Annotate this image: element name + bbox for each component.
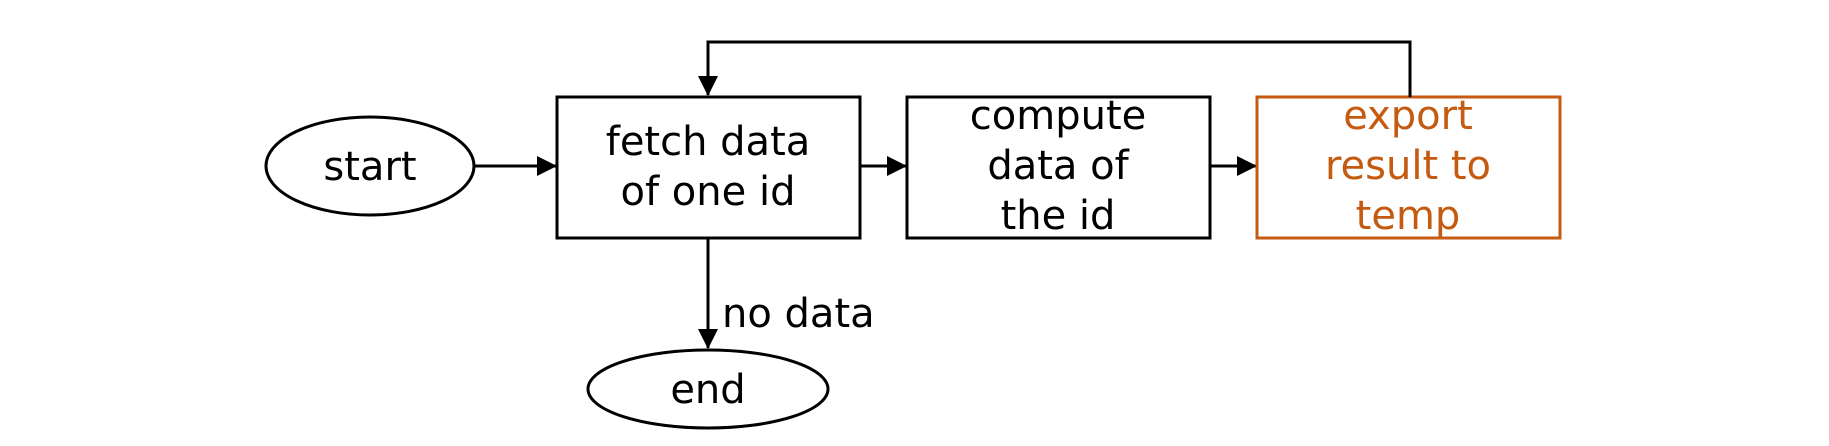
export-node: export result to temp: [1255, 93, 1562, 240]
start-node: start: [264, 115, 476, 217]
loop-arrow-export-to-fetch: [698, 40, 1412, 97]
compute-node: compute data of the id: [905, 93, 1212, 240]
no-data-edge-label: no data: [722, 291, 875, 337]
end-label: end: [670, 367, 745, 413]
fetch-node: fetch data of one id: [555, 95, 862, 240]
fetch-label-line1: fetch data: [606, 119, 811, 165]
start-label: start: [323, 144, 416, 190]
compute-label-line2: data of: [987, 143, 1129, 189]
export-label-line1: export: [1343, 93, 1473, 139]
export-label-line3: temp: [1356, 193, 1461, 239]
compute-label-line1: compute: [970, 93, 1146, 139]
export-label-line2: result to: [1325, 143, 1491, 189]
end-node: end: [586, 348, 830, 430]
compute-label-line3: the id: [1001, 193, 1116, 239]
fetch-label-line2: of one id: [621, 169, 796, 215]
